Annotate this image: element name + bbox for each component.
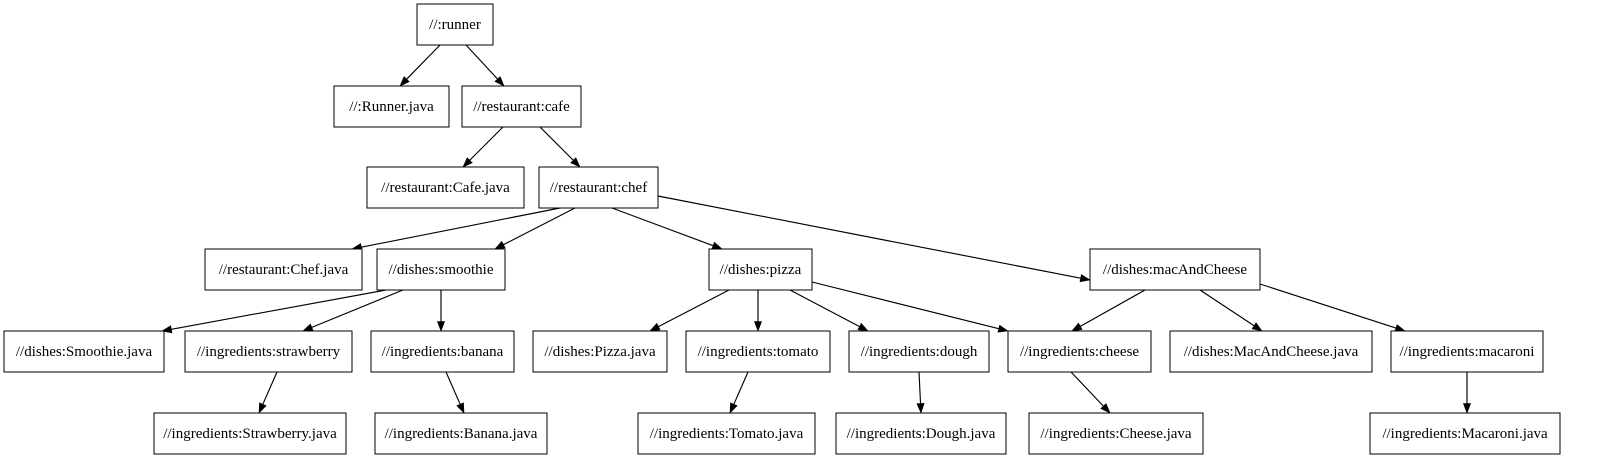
graph-node-smoothiejava[interactable]: //dishes:Smoothie.java <box>3 330 165 373</box>
graph-edge <box>258 371 278 414</box>
node-label: //ingredients:Banana.java <box>385 426 538 442</box>
node-box[interactable] <box>708 248 813 291</box>
node-label: //dishes:Smoothie.java <box>16 344 153 360</box>
node-label: //:Runner.java <box>349 99 434 115</box>
node-box[interactable] <box>835 412 1007 455</box>
graph-edge <box>399 44 441 87</box>
graph-edge <box>462 126 504 168</box>
node-label: //ingredients:macaroni <box>1400 344 1535 360</box>
node-box[interactable] <box>184 330 353 373</box>
node-box[interactable] <box>204 248 363 291</box>
graph-node-runnerjava[interactable]: //:Runner.java <box>333 85 450 128</box>
graph-node-macandcheese[interactable]: //dishes:macAndCheese <box>1089 248 1261 291</box>
graph-edge <box>916 371 925 414</box>
graph-edge <box>1070 371 1111 414</box>
node-box[interactable] <box>685 330 831 373</box>
graph-edge <box>611 207 723 250</box>
graph-node-chefjava[interactable]: //restaurant:Chef.java <box>204 248 363 291</box>
graph-node-strawberryjava[interactable]: //ingredients:Strawberry.java <box>153 412 347 455</box>
graph-edge <box>811 281 1009 333</box>
node-label: //restaurant:Cafe.java <box>381 180 510 196</box>
graph-edge <box>1259 283 1406 332</box>
graph-node-strawberry[interactable]: //ingredients:strawberry <box>184 330 353 373</box>
graph-node-macaroni[interactable]: //ingredients:macaroni <box>1390 330 1544 373</box>
graph-edge <box>1071 289 1146 332</box>
graph-node-tomato[interactable]: //ingredients:tomato <box>685 330 831 373</box>
node-box[interactable] <box>538 166 659 209</box>
node-label: //ingredients:Tomato.java <box>650 426 804 442</box>
graph-node-macandcheesejava[interactable]: //dishes:MacAndCheese.java <box>1169 330 1373 373</box>
node-box[interactable] <box>461 85 582 128</box>
node-label: //ingredients:cheese <box>1020 344 1139 360</box>
graph-node-smoothie[interactable]: //dishes:smoothie <box>376 248 506 291</box>
node-label: //dishes:pizza <box>720 262 802 278</box>
graph-node-pizzajava[interactable]: //dishes:Pizza.java <box>532 330 668 373</box>
nodes-layer: //:runner //:Runner.java //restaurant:cafe… <box>3 3 1561 455</box>
node-box[interactable] <box>153 412 347 455</box>
node-label: //restaurant:Chef.java <box>219 262 349 278</box>
graph-node-runner[interactable]: //:runner <box>416 3 494 46</box>
node-box[interactable] <box>333 85 450 128</box>
graph-node-cafe[interactable]: //restaurant:cafe <box>461 85 582 128</box>
graph-node-bananajava[interactable]: //ingredients:Banana.java <box>374 412 548 455</box>
graph-node-pizza[interactable]: //dishes:pizza <box>708 248 813 291</box>
graph-node-chef[interactable]: //restaurant:chef <box>538 166 659 209</box>
node-label: //dishes:Pizza.java <box>544 344 656 360</box>
graph-edge <box>753 290 763 332</box>
node-label: //restaurant:cafe <box>473 99 570 115</box>
graph-node-tomatojava[interactable]: //ingredients:Tomato.java <box>637 412 816 455</box>
graph-edge <box>494 207 576 250</box>
node-label: //ingredients:banana <box>382 344 504 360</box>
node-label: //dishes:macAndCheese <box>1103 262 1247 278</box>
graph-edge <box>465 44 505 87</box>
graph-edge <box>789 289 869 332</box>
node-box[interactable] <box>3 330 165 373</box>
node-label: //dishes:MacAndCheese.java <box>1184 344 1359 360</box>
node-box[interactable] <box>848 330 990 373</box>
graph-edge <box>436 290 446 332</box>
node-label: //ingredients:Dough.java <box>847 426 996 442</box>
graph-node-cheese[interactable]: //ingredients:cheese <box>1007 330 1152 373</box>
graph-node-banana[interactable]: //ingredients:banana <box>370 330 515 373</box>
node-label: //dishes:smoothie <box>389 262 494 278</box>
node-box[interactable] <box>416 3 494 46</box>
node-box[interactable] <box>374 412 548 455</box>
node-label: //ingredients:Cheese.java <box>1040 426 1192 442</box>
graph-edge <box>539 126 581 168</box>
graph-edge <box>1199 289 1263 332</box>
graph-node-cafejava[interactable]: //restaurant:Cafe.java <box>366 166 525 209</box>
node-label: //ingredients:tomato <box>698 344 819 360</box>
node-box[interactable] <box>637 412 816 455</box>
node-label: //ingredients:dough <box>861 344 978 360</box>
node-label: //:runner <box>429 17 481 33</box>
node-label: //ingredients:Macaroni.java <box>1382 426 1548 442</box>
node-label: //restaurant:chef <box>550 180 647 196</box>
graph-edge <box>445 371 465 414</box>
node-box[interactable] <box>1007 330 1152 373</box>
node-box[interactable] <box>1369 412 1561 455</box>
node-box[interactable] <box>366 166 525 209</box>
node-box[interactable] <box>532 330 668 373</box>
graph-edge <box>1462 372 1472 414</box>
node-box[interactable] <box>1028 412 1204 455</box>
graph-edge <box>351 207 561 252</box>
graph-edge <box>161 289 387 334</box>
graph-edge <box>649 289 730 332</box>
graph-node-cheesejava[interactable]: //ingredients:Cheese.java <box>1028 412 1204 455</box>
node-box[interactable] <box>370 330 515 373</box>
node-label: //ingredients:strawberry <box>197 344 341 360</box>
graph-edge <box>729 371 749 414</box>
node-box[interactable] <box>1390 330 1544 373</box>
graph-node-dough[interactable]: //ingredients:dough <box>848 330 990 373</box>
node-box[interactable] <box>1089 248 1261 291</box>
node-box[interactable] <box>376 248 506 291</box>
node-label: //ingredients:Strawberry.java <box>163 426 337 442</box>
node-box[interactable] <box>1169 330 1373 373</box>
graph-node-macaronijava[interactable]: //ingredients:Macaroni.java <box>1369 412 1561 455</box>
graph-edge <box>657 195 1091 283</box>
graph-node-doughjava[interactable]: //ingredients:Dough.java <box>835 412 1007 455</box>
